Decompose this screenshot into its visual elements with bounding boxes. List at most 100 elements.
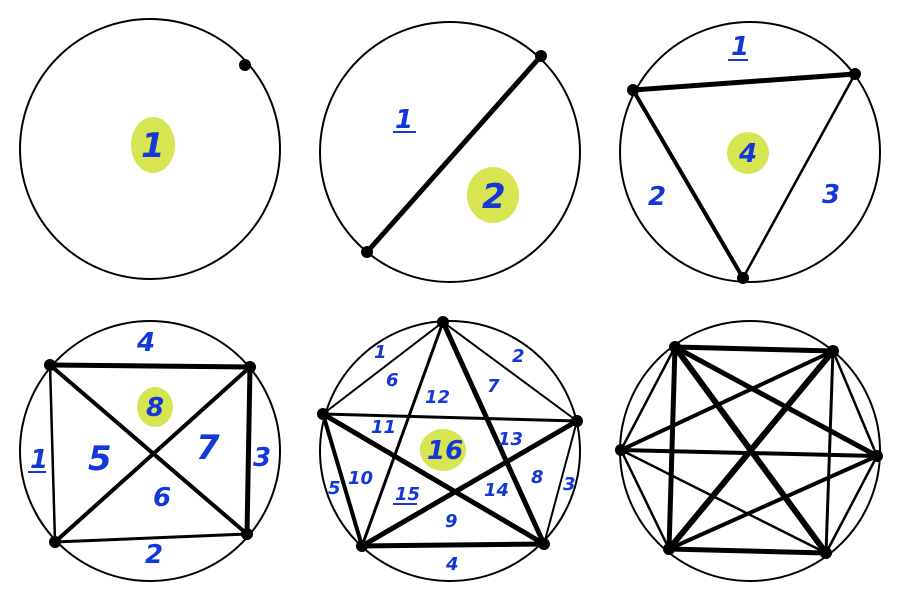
- panel-5-chord: [359, 541, 547, 549]
- panel-6-point-dot: [615, 444, 627, 456]
- panel-6-points: [615, 320, 883, 582]
- panel-4-chord: [48, 363, 249, 536]
- panel-6-point-dot: [663, 543, 675, 555]
- panel-6-chord: [666, 348, 836, 552]
- panel-5-region-label: 6: [386, 370, 399, 391]
- panel-3-point-dot: [849, 68, 861, 80]
- panel-5-chord: [320, 411, 547, 547]
- panel-3-point-dot: [737, 272, 749, 284]
- panel-4-circle: [19, 320, 281, 582]
- panel-3-point-dot: [627, 84, 639, 96]
- panel-5-region-label: 15: [395, 484, 420, 505]
- panel-6-point-dot: [827, 345, 839, 357]
- panel-1-circle: [19, 18, 281, 280]
- panel-2-circle: [319, 21, 581, 283]
- panel-6-chord: [666, 546, 829, 556]
- panel-6-chord: [824, 454, 879, 555]
- panel-6-point-dot: [820, 547, 832, 559]
- panel-3-region-label: 1: [731, 32, 749, 62]
- panel-4-chord: [244, 364, 253, 537]
- panel-4-chord: [47, 362, 253, 370]
- panel-5-chord: [543, 420, 578, 545]
- panel-4-points: 4 1 5 7 3 6 2 8: [19, 320, 281, 582]
- panel-4-total-highlight: [137, 387, 173, 427]
- panel-6-chord: [831, 349, 879, 458]
- panel-5-region-label: 2: [512, 346, 525, 367]
- panel-5-chord: [440, 319, 547, 547]
- panel-4-region-label: 3: [253, 443, 271, 473]
- panel-4-region-label: 6: [153, 483, 171, 513]
- panel-5-region-label: 3: [563, 474, 576, 495]
- panel-3-points: 1 2 3 4: [619, 21, 881, 284]
- panel-2-region-label: 1: [395, 105, 413, 135]
- panel-5-point-dot: [356, 540, 368, 552]
- panel-4-point-dot: [241, 528, 253, 540]
- panel-2-total-highlight: [467, 167, 519, 223]
- panel-3-chord: [631, 88, 745, 280]
- panel-5-region-label: 14: [484, 480, 509, 501]
- panel-1-total-label: 1: [141, 126, 165, 166]
- panel-2-chord: [364, 53, 544, 255]
- panel-6-point-dot: [669, 341, 681, 353]
- panel-5-region-label: 4: [445, 554, 459, 575]
- panel-3-region-label: 2: [648, 182, 666, 212]
- panel-4-chord: [53, 365, 252, 544]
- panel-4-total-label: 8: [146, 393, 164, 423]
- panel-5-chord: [321, 412, 364, 548]
- panel-5-point-dot: [437, 316, 449, 328]
- panel-2-point-dot: [361, 246, 373, 258]
- panel-5-region-label: 7: [487, 376, 500, 397]
- panel-5-region-label: 12: [425, 387, 450, 408]
- panel-4-region-label: 2: [145, 540, 163, 570]
- panel-5-region-label: 10: [348, 468, 373, 489]
- panel-6-chord: [824, 349, 835, 555]
- panel-5-chord: [360, 320, 445, 548]
- panel-6-chord: [667, 454, 879, 551]
- panel-3-circle: [619, 21, 881, 283]
- panel-5-chord: [321, 412, 579, 423]
- panel-5-region-label: 13: [498, 429, 523, 450]
- panel-5-point-dot: [571, 415, 583, 427]
- panel-6-chord: [666, 344, 678, 552]
- panel-5-region-label: 8: [531, 467, 544, 488]
- panel-5-region-label: 1: [374, 342, 387, 363]
- panel-5-region-label: 5: [328, 478, 341, 499]
- panel-2-total-label: 2: [482, 177, 506, 217]
- panel-6-chord: [619, 448, 671, 551]
- panel-1-point-dot: [239, 59, 251, 71]
- panel-1-total-highlight: [131, 117, 175, 173]
- panel-5-circle: [319, 320, 581, 582]
- panel-5-total-highlight: [420, 429, 466, 471]
- panel-6-chord: [619, 349, 835, 452]
- panel-6-chord: [619, 448, 828, 555]
- panel-6-chord: [672, 344, 836, 354]
- panel-6-chord: [672, 344, 880, 459]
- panel-4-region-label: 1: [30, 445, 48, 475]
- panel-2-point-dot: [535, 50, 547, 62]
- panel-4-region-label: 7: [196, 428, 220, 468]
- panel-4-point-dot: [244, 361, 256, 373]
- panel-5-region-label: 11: [371, 417, 396, 438]
- panel-5-point-dot: [317, 408, 329, 420]
- panel-4-chord: [53, 532, 249, 544]
- panel-5-chord: [359, 418, 580, 549]
- panel-6-chord: [619, 448, 879, 458]
- panel-5-region-label: 9: [445, 511, 458, 532]
- panel-6-point-dot: [871, 450, 883, 462]
- panel-3-total-label: 4: [738, 139, 757, 169]
- panel-5-points: 1 2 6 12 7 11 13 5 10 8 3 15 14 9 4 16: [317, 316, 583, 582]
- panel-2-points: 1 2: [319, 21, 581, 283]
- panel-3-chord: [630, 71, 858, 93]
- panel-5-total-label: 16: [427, 436, 463, 466]
- panel-1-point: 1: [19, 18, 281, 280]
- panel-5-chord: [442, 321, 578, 422]
- panel-5-chord: [322, 321, 444, 415]
- panel-4-chord: [48, 363, 57, 544]
- panel-4-point-dot: [49, 536, 61, 548]
- panel-3-chord: [741, 72, 857, 280]
- panel-3-region-label: 3: [822, 180, 840, 210]
- panel-4-region-label: 4: [136, 328, 155, 358]
- panel-4-point-dot: [44, 359, 56, 371]
